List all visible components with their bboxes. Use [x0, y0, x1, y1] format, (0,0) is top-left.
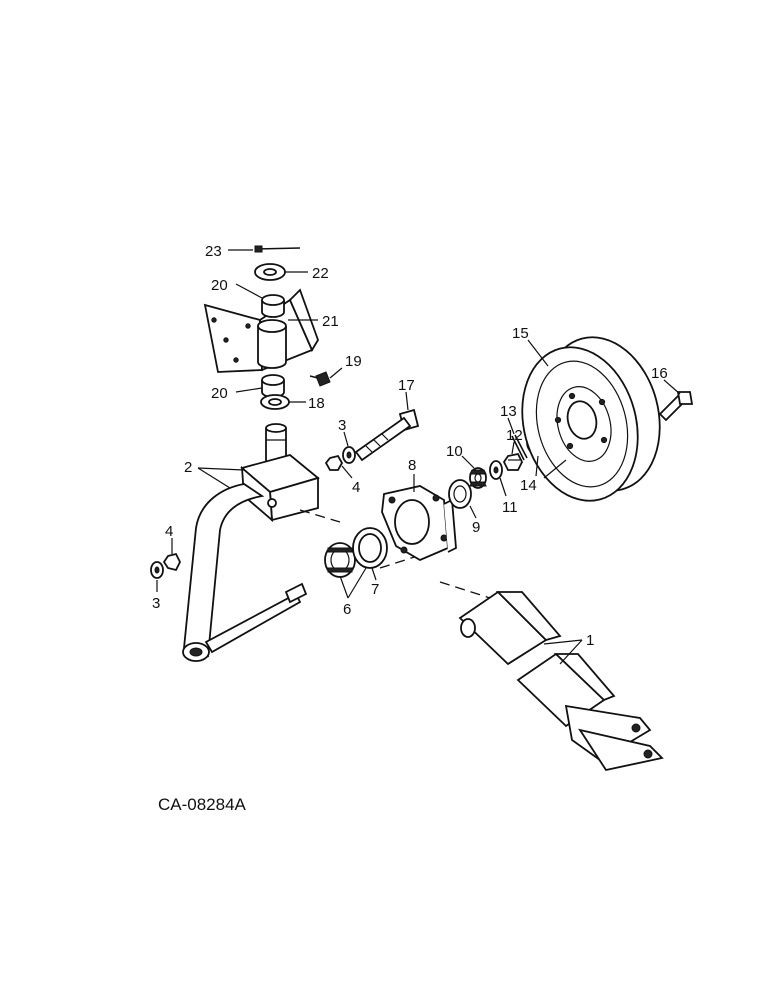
callout-labels: 23 22 20 21 19 20 18 17 3 4 2 4 3 8 10 9… — [152, 243, 668, 649]
callout-18: 18 — [308, 395, 325, 412]
callout-7: 7 — [371, 581, 379, 598]
part-17-bolt — [354, 408, 420, 462]
callout-16: 16 — [651, 365, 668, 382]
part-20-upper-bushing — [261, 294, 285, 318]
callout-1: 1 — [586, 632, 594, 649]
part-2-spindle-arm — [182, 423, 320, 662]
part-22-washer — [254, 263, 286, 281]
callout-2: 2 — [184, 459, 192, 476]
part-4-nut-left — [162, 552, 182, 572]
part-21-tube — [257, 319, 287, 369]
part-15-wheel — [521, 336, 661, 502]
callout-19: 19 — [345, 353, 362, 370]
callout-11: 11 — [502, 499, 518, 516]
callout-9: 9 — [472, 519, 480, 536]
leader-lines — [156, 249, 681, 665]
figure-reference-code: CA-08284A — [158, 795, 247, 814]
callout-6: 6 — [343, 601, 351, 618]
callout-21: 21 — [322, 313, 339, 330]
callout-3-right: 3 — [338, 417, 346, 434]
part-19-grease-fitting — [309, 371, 331, 387]
callout-23: 23 — [205, 243, 222, 260]
part-18-washer — [260, 394, 290, 410]
part-4-nut-right — [324, 454, 344, 471]
part-3-washer-right — [342, 446, 356, 464]
part-20-lower-bushing — [261, 374, 285, 398]
callout-22: 22 — [312, 265, 329, 282]
part-12-castle-nut — [502, 452, 524, 471]
callout-20-upper: 20 — [211, 277, 228, 294]
assembly-axis-lines — [299, 509, 491, 599]
part-6-bearing-cone — [324, 542, 356, 578]
callout-17: 17 — [398, 377, 415, 394]
part-16-bolt — [658, 391, 694, 422]
callout-12: 12 — [506, 427, 523, 444]
callout-13: 13 — [500, 403, 517, 420]
part-1-mount-bracket — [458, 590, 664, 772]
part-11-washer — [489, 460, 503, 480]
part-23-cotter-pin — [254, 245, 301, 253]
part-3-washer-left — [150, 561, 164, 579]
part-7-bearing-cup — [352, 527, 388, 569]
callout-10: 10 — [446, 443, 463, 460]
callout-8: 8 — [408, 457, 416, 474]
callout-20-lower: 20 — [211, 385, 228, 402]
part-8-hub — [381, 485, 457, 562]
part-13-cotter-pin — [511, 434, 528, 461]
callout-4-right: 4 — [352, 479, 360, 496]
part-10-bearing-cone — [469, 467, 487, 489]
callout-3-left: 3 — [152, 595, 160, 612]
part-9-bearing-cup — [448, 479, 472, 509]
callout-15: 15 — [512, 325, 529, 342]
callout-14: 14 — [520, 477, 537, 494]
callout-4-left: 4 — [165, 523, 173, 540]
